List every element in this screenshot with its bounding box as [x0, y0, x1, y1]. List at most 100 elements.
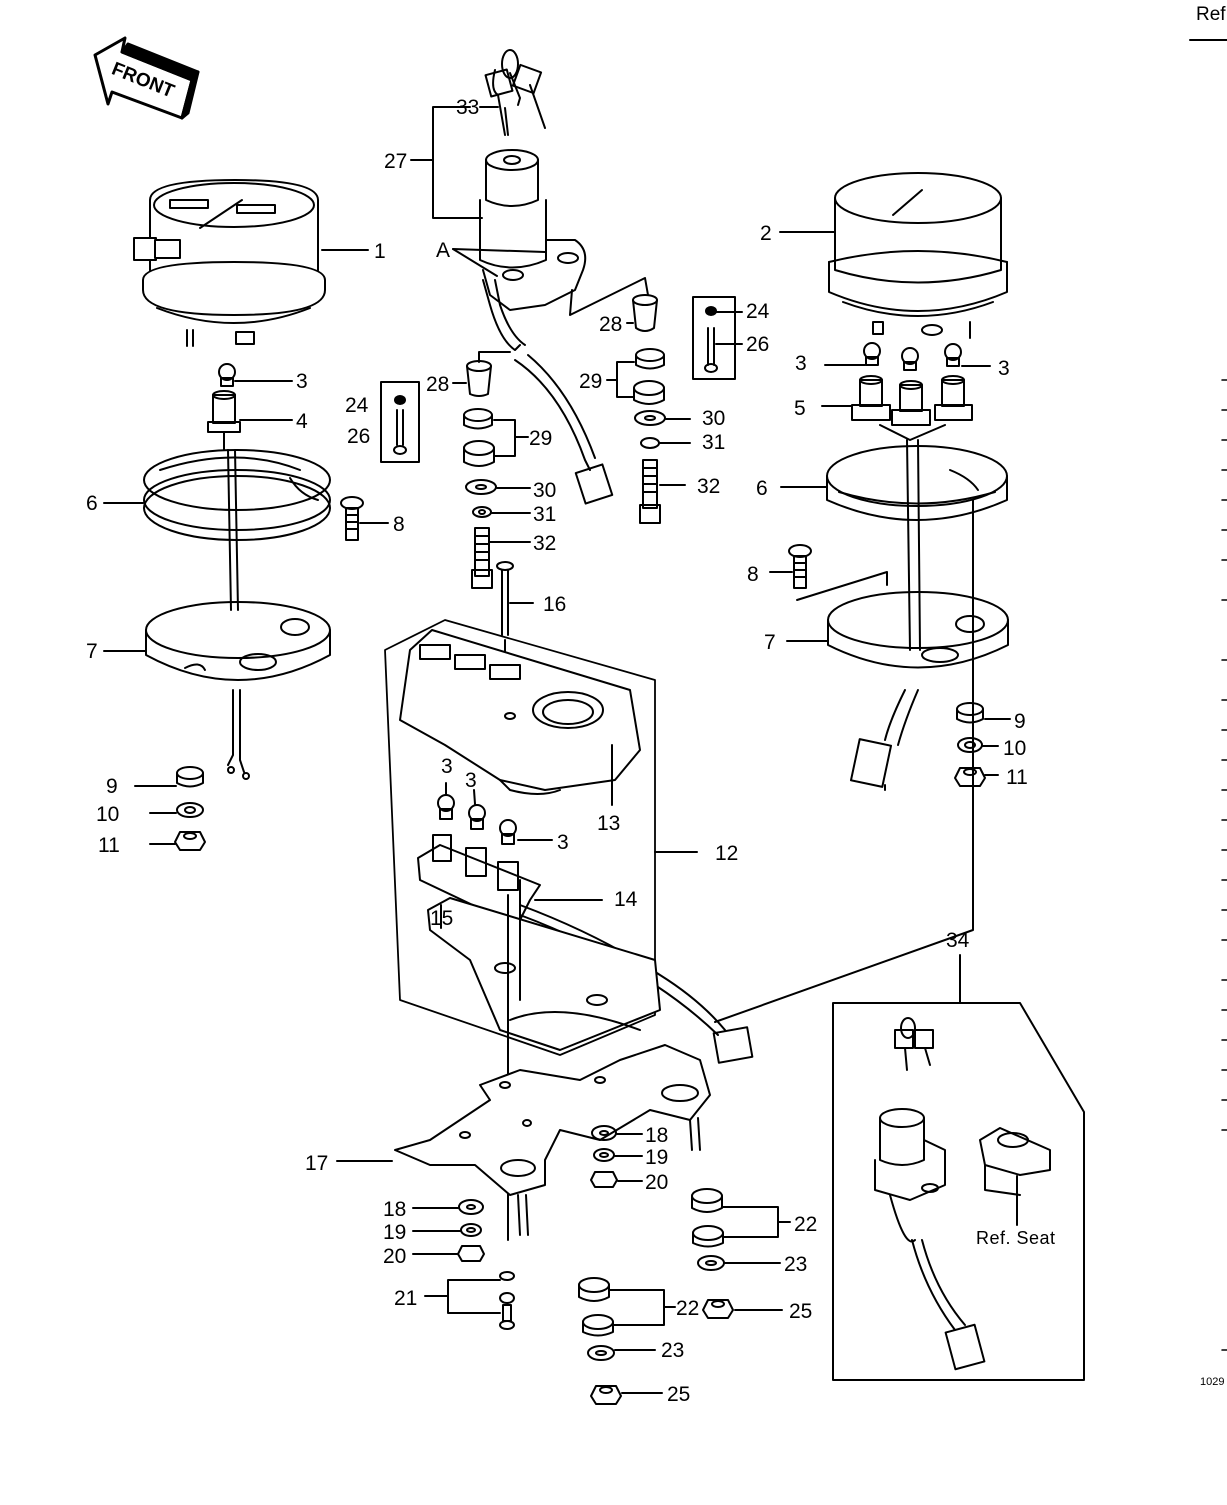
washer-31-right: [640, 437, 660, 449]
washer-10-left: [176, 802, 204, 818]
callout-7-left: 7: [86, 640, 98, 663]
bulb-left: [218, 363, 236, 387]
callout-33: 33: [456, 96, 480, 119]
nut-20-upper: [590, 1171, 618, 1188]
seat-lock: [979, 1127, 1051, 1196]
washer-30-left: [465, 479, 497, 495]
lower-case-right: [827, 591, 1009, 669]
sleeve-28-left: [466, 360, 492, 397]
callout-3-center-b: 3: [465, 769, 477, 792]
grommet-9-left: [176, 766, 204, 788]
callout-29-right: 29: [579, 370, 603, 393]
callout-27: 27: [384, 150, 408, 173]
callout-3-center-a: 3: [441, 755, 453, 778]
grommet-22-lower: [578, 1277, 614, 1337]
keys-33: [484, 49, 546, 136]
header-corner-text: Ref: [1196, 4, 1226, 25]
callout-25-upper: 25: [789, 1300, 813, 1323]
callout-6-left: 6: [86, 492, 98, 515]
bolt-32-right: [639, 459, 661, 524]
nut-25-upper: [702, 1299, 734, 1319]
bolt-26-right: [704, 306, 718, 373]
ignition-switch-kit: [874, 1108, 986, 1371]
callout-26-left: 26: [347, 425, 371, 448]
mounting-bracket-17: [394, 1044, 711, 1236]
tachometer-assembly: [828, 172, 1008, 339]
callout-8-right: 8: [747, 563, 759, 586]
callout-30-left: 30: [533, 479, 557, 502]
ignition-switch-27: [479, 149, 587, 351]
callout-5: 5: [794, 397, 806, 420]
callout-18-lower: 18: [383, 1198, 407, 1221]
box-24-26-left: [380, 381, 420, 463]
callout-12: 12: [715, 842, 739, 865]
grommet-29-left: [463, 408, 495, 467]
callout-19-lower: 19: [383, 1221, 407, 1244]
bulbs-right: [863, 342, 962, 371]
washer-18-lower: [458, 1199, 484, 1215]
callout-18-upper: 18: [645, 1124, 669, 1147]
callout-8-left: 8: [393, 513, 405, 536]
washer-18-upper: [591, 1125, 617, 1141]
bulbs-center: [437, 794, 517, 845]
callout-23-lower: 23: [661, 1339, 685, 1362]
callout-11-right: 11: [1006, 766, 1028, 789]
lower-case-left: [145, 601, 331, 681]
callout-3-right-b: 3: [998, 357, 1010, 380]
callout-3-right-a: 3: [795, 352, 807, 375]
washer-10-right: [957, 737, 983, 753]
screw-21: [499, 1271, 515, 1330]
box-24-26-right: [692, 296, 736, 380]
callout-22-upper: 22: [794, 1213, 818, 1236]
callout-11-left: 11: [98, 834, 120, 857]
grommet-29-right: [633, 348, 665, 405]
kit-box-34: [832, 1002, 1085, 1381]
callout-22-lower: 22: [676, 1297, 700, 1320]
sockets-5: [851, 375, 973, 441]
callout-21: 21: [394, 1287, 418, 1310]
outline-12: [384, 619, 656, 1056]
callout-13: 13: [597, 812, 621, 835]
callout-a: A: [436, 239, 451, 262]
callout-20-lower: 20: [383, 1245, 407, 1268]
nut-20-lower: [457, 1245, 485, 1262]
washer-19-upper: [593, 1148, 615, 1162]
grommet-9-right: [956, 702, 984, 724]
callout-32-left: 32: [533, 532, 557, 555]
speedometer-assembly: [133, 179, 326, 347]
callout-7-right: 7: [764, 631, 776, 654]
callout-3-left: 3: [296, 370, 308, 393]
washer-23-lower: [587, 1345, 615, 1361]
grommet-22-upper: [691, 1188, 724, 1248]
socket-left: [207, 390, 241, 451]
nut-11-right: [954, 767, 986, 787]
bolt-26-left: [393, 395, 407, 455]
bezel-right: [826, 445, 1008, 521]
callout-23-upper: 23: [784, 1253, 808, 1276]
callout-9-left: 9: [106, 775, 118, 798]
callout-2: 2: [760, 222, 772, 245]
nut-11-left: [174, 831, 206, 851]
bolt-8-left: [340, 496, 364, 541]
washer-31-left: [472, 506, 492, 518]
callout-19-upper: 19: [645, 1146, 669, 1169]
base-plate-15: [427, 897, 661, 1051]
callout-3-center-c: 3: [557, 831, 569, 854]
sleeve-28-right: [632, 294, 658, 332]
callout-15: 15: [430, 907, 454, 930]
ref-seat-label: Ref. Seat: [976, 1228, 1056, 1248]
bracket-27: [432, 106, 483, 219]
indicator-housing-13: [399, 629, 641, 806]
bracket-21: [447, 1279, 501, 1314]
callout-17: 17: [305, 1152, 329, 1175]
nut-25-lower: [590, 1385, 622, 1405]
connector-ignition: [574, 463, 614, 505]
callout-9-right: 9: [1014, 710, 1026, 733]
connector-center: [712, 1026, 754, 1064]
callout-1: 1: [374, 240, 386, 263]
margin-ticks: [1221, 379, 1227, 1351]
callout-10-left: 10: [96, 803, 120, 826]
washer-19-lower: [460, 1223, 482, 1237]
